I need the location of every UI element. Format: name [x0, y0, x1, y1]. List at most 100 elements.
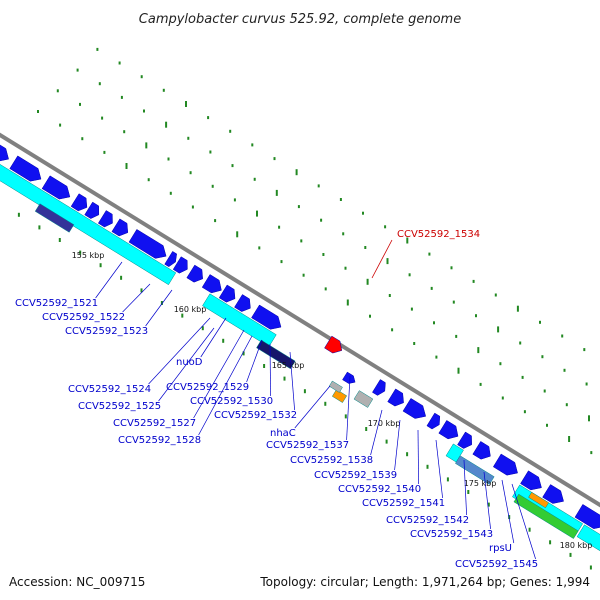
outer-tick — [588, 415, 590, 422]
gene-arrow — [97, 210, 113, 228]
outer-tick — [145, 142, 148, 149]
green-block — [513, 493, 579, 539]
orange-block — [528, 491, 550, 509]
gene-arrow — [234, 294, 251, 312]
outer-tick — [342, 232, 345, 236]
outer-tick — [37, 110, 39, 113]
label-leader-line — [198, 335, 253, 436]
outer-tick — [278, 225, 281, 229]
label-leader-line — [370, 409, 383, 456]
gene-arrow — [9, 155, 42, 182]
outer-tick — [96, 47, 99, 51]
gray-small-feature — [328, 380, 343, 393]
outer-tick — [590, 451, 593, 455]
cds-block — [576, 524, 600, 552]
label-leader-line — [145, 289, 173, 327]
outer-tick — [406, 237, 409, 244]
outer-tick — [273, 157, 276, 161]
gene-arrow — [387, 388, 404, 407]
inner-tick — [446, 477, 449, 482]
gray-feature — [353, 390, 374, 408]
outer-tick — [187, 136, 190, 140]
genome-backbone — [0, 132, 600, 508]
label-leader-line — [346, 375, 351, 441]
gene-label: CCV52592_1524 — [68, 384, 151, 395]
inner-tick — [467, 490, 470, 494]
outer-tick — [101, 116, 104, 120]
outer-tick — [300, 239, 303, 243]
gene-arrow — [41, 175, 71, 200]
gene-label: CCV52592_1528 — [118, 435, 201, 446]
label-leader-line — [435, 439, 443, 499]
outer-tick — [457, 367, 460, 374]
outer-tick — [475, 314, 477, 318]
gene-arrow — [372, 379, 386, 396]
gene-arrow — [164, 251, 177, 267]
outer-tick — [435, 355, 438, 359]
rna-block — [34, 203, 75, 233]
outer-tick — [251, 143, 254, 147]
outer-tick — [297, 205, 300, 209]
inner-tick-marks — [17, 212, 592, 570]
gene-label: CCV52592_1529 — [166, 382, 249, 393]
inner-tick — [160, 301, 163, 305]
outer-tick — [162, 88, 165, 92]
kbp-tick-label: 165 kbp — [272, 361, 305, 370]
outer-tick — [494, 293, 497, 297]
outer-tick — [79, 102, 81, 106]
gene-label: CCV52592_1545 — [455, 559, 538, 570]
outer-tick — [585, 382, 588, 386]
inner-tick — [324, 401, 327, 406]
gene-arrow — [492, 453, 518, 476]
inner-tick — [17, 212, 20, 217]
kbp-tick-label: 180 kbp — [560, 541, 593, 550]
gene-arrow — [218, 284, 236, 303]
outer-tick — [479, 382, 482, 386]
outer-tick — [256, 210, 258, 217]
outer-tick — [214, 219, 217, 223]
highlighted-gene-label: CCV52592_1534 — [397, 229, 480, 240]
label-leader-line — [269, 343, 271, 397]
gene-arrow — [457, 431, 472, 449]
outer-tick — [191, 205, 194, 209]
outer-tick — [362, 211, 364, 215]
label-leader-line — [501, 479, 515, 544]
outer-tick — [410, 307, 413, 311]
outer-tick — [386, 258, 389, 265]
cds-block — [0, 164, 177, 286]
outer-tick — [118, 61, 121, 65]
inner-tick — [79, 250, 82, 255]
gene-arrow — [201, 274, 222, 294]
outer-tick — [322, 253, 325, 256]
outer-tick — [501, 396, 504, 400]
kbp-tick-label: 170 kbp — [368, 419, 401, 428]
gene-label: CCV52592_1538 — [290, 455, 373, 466]
inner-tick — [426, 464, 429, 469]
outer-tick — [450, 266, 453, 270]
outer-tick — [211, 184, 214, 188]
inner-tick — [589, 565, 592, 570]
gene-track — [0, 144, 600, 529]
outer-tick — [236, 231, 239, 238]
outer-tick — [233, 198, 236, 202]
gene-arrow — [172, 256, 188, 274]
gene-label: CCV52592_1530 — [190, 396, 273, 407]
gene-arrow — [472, 441, 491, 460]
gene-label: nhaC — [270, 428, 296, 439]
accession-text: Accession: NC_009715 — [9, 575, 145, 589]
gene-label: CCV52592_1521 — [15, 298, 98, 309]
kbp-tick-label: 175 kbp — [464, 479, 497, 488]
outer-tick — [258, 246, 261, 250]
label-leader-line — [463, 459, 467, 516]
gene-arrow — [0, 144, 9, 162]
outer-tick — [408, 273, 411, 277]
gene-label: CCV52592_1537 — [266, 440, 349, 451]
inner-tick — [344, 414, 347, 419]
outer-tick — [280, 260, 283, 264]
small-gene-arrow — [342, 371, 356, 384]
outer-tick — [391, 328, 394, 332]
inner-tick — [140, 288, 143, 293]
gene-arrow — [111, 218, 129, 237]
gene-label-layer: CCV52592_1521CCV52592_1522CCV52592_1523C… — [15, 229, 538, 570]
